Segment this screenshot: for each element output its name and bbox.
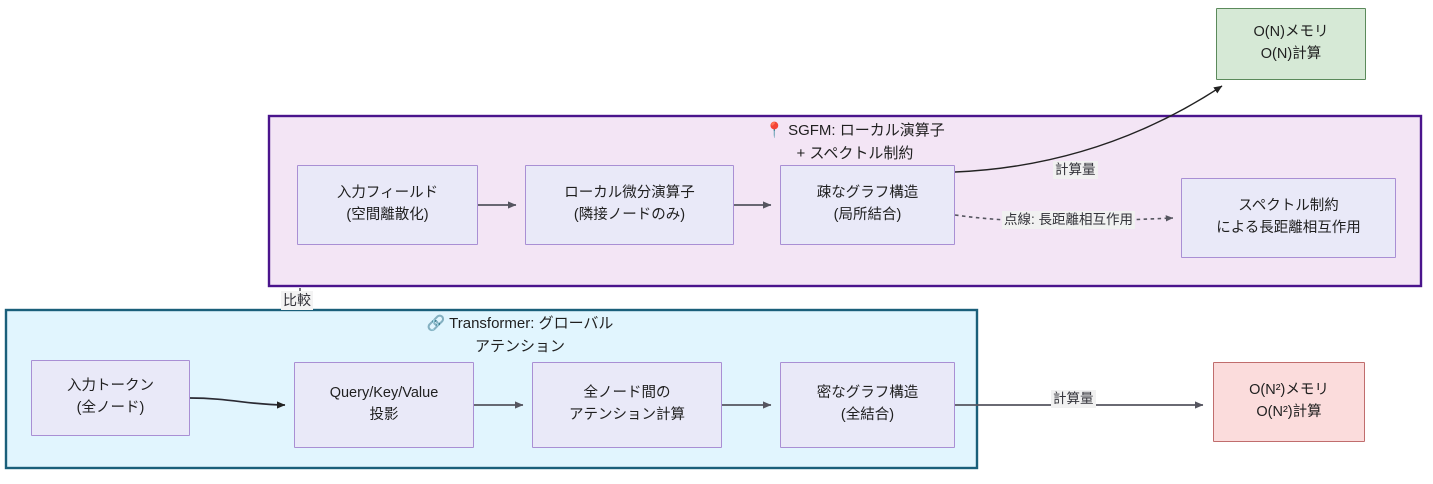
node-local-differential-operator[interactable]: ローカル微分演算子 (隣接ノードのみ) xyxy=(525,165,734,245)
node-full-attention-line1: 全ノード間の xyxy=(583,385,671,402)
node-full-attention[interactable]: 全ノード間の アテンション計算 xyxy=(532,362,722,448)
node-local-op-line2: (隣接ノードのみ) xyxy=(573,207,686,223)
node-input-tokens-line1: 入力トークン xyxy=(67,378,154,395)
edge-label-comparison: 比較 xyxy=(281,291,313,310)
edge-n6-n7 xyxy=(189,397,286,409)
edge-n3-n5-compute xyxy=(954,85,1223,173)
node-sparse-graph-line1: 疎なグラフ構造 xyxy=(816,185,919,202)
node-on2-line2: O(N²)計算 xyxy=(1256,404,1322,420)
node-on-line1: O(N)メモリ xyxy=(1253,24,1329,41)
node-qkv-line1: Query/Key/Value xyxy=(329,385,439,402)
node-spectral-constraint[interactable]: スペクトル制約 による長距離相互作用 xyxy=(1181,178,1396,258)
node-qkv-line2: 投影 xyxy=(369,407,399,423)
node-on-complexity[interactable]: O(N)メモリ O(N)計算 xyxy=(1216,8,1366,80)
edge-label-compute-bottom: 計算量 xyxy=(1051,390,1096,409)
node-on-line2: O(N)計算 xyxy=(1260,46,1322,62)
node-sparse-graph-line2: (局所結合) xyxy=(833,207,902,223)
node-local-op-line1: ローカル微分演算子 xyxy=(564,185,695,202)
node-input-field-line2: (空間離散化) xyxy=(346,207,429,223)
node-dense-graph-line2: (全結合) xyxy=(840,407,895,423)
node-dense-graph[interactable]: 密なグラフ構造 (全結合) xyxy=(780,362,955,448)
node-input-tokens[interactable]: 入力トークン (全ノード) xyxy=(31,360,190,436)
node-input-field-line1: 入力フィールド xyxy=(336,185,439,202)
node-spectral-line2: による長距離相互作用 xyxy=(1216,220,1361,236)
node-full-attention-line2: アテンション計算 xyxy=(569,407,685,423)
node-spectral-line1: スペクトル制約 xyxy=(1238,198,1339,215)
edge-label-dotted-longrange: 点線: 長距離相互作用 xyxy=(1002,211,1136,230)
node-input-field[interactable]: 入力フィールド (空間離散化) xyxy=(297,165,478,245)
node-sparse-graph[interactable]: 疎なグラフ構造 (局所結合) xyxy=(780,165,955,245)
node-input-tokens-line2: (全ノード) xyxy=(76,400,145,416)
node-qkv-projection[interactable]: Query/Key/Value 投影 xyxy=(294,362,474,448)
node-dense-graph-line1: 密なグラフ構造 xyxy=(816,385,919,402)
node-on2-complexity[interactable]: O(N²)メモリ O(N²)計算 xyxy=(1213,362,1365,442)
node-on2-line1: O(N²)メモリ xyxy=(1249,382,1329,399)
edge-label-compute-top: 計算量 xyxy=(1053,161,1098,180)
